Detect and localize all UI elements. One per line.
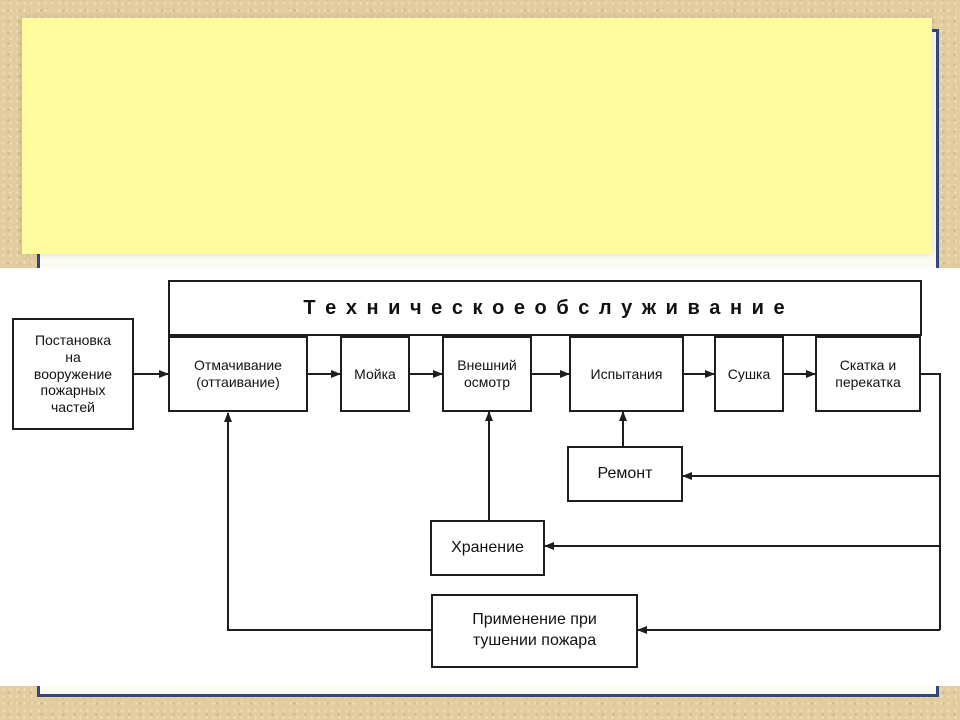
return-bus	[921, 373, 941, 630]
step-inspection-text: Внешний осмотр	[457, 356, 517, 391]
step-rolling: Скатка и перекатка	[815, 336, 921, 412]
step-rolling-text: Скатка и перекатка	[835, 356, 901, 391]
maintenance-header-text: Т е х н и ч е с к о е о б с л у ж и в а …	[303, 296, 787, 319]
diagram-panel: Т е х н и ч е с к о е о б с л у ж и в а …	[0, 268, 960, 686]
usage-box-text: Применение при тушении пожара	[472, 611, 597, 649]
start-box: Постановка на вооружение пожарных частей	[12, 318, 134, 430]
storage-box-text: Хранение	[451, 539, 524, 556]
repair-box: Ремонт	[567, 446, 683, 502]
start-box-text: Постановка на вооружение пожарных частей	[33, 332, 113, 416]
step-soaking: Отмачивание (оттаивание)	[168, 336, 308, 412]
step-testing: Испытания	[569, 336, 684, 412]
title-placeholder	[22, 18, 932, 254]
step-washing-text: Мойка	[354, 366, 396, 382]
diagram-connectors	[134, 370, 941, 634]
maintenance-header: Т е х н и ч е с к о е о б с л у ж и в а …	[168, 280, 922, 336]
step-testing-text: Испытания	[590, 366, 663, 382]
step-drying: Сушка	[714, 336, 784, 412]
step-soaking-text: Отмачивание (оттаивание)	[194, 356, 282, 391]
arrow-usage-to-soaking	[224, 412, 431, 631]
step-inspection: Внешний осмотр	[442, 336, 532, 412]
repair-box-text: Ремонт	[597, 465, 653, 482]
step-drying-text: Сушка	[727, 366, 771, 382]
storage-box: Хранение	[430, 520, 545, 576]
usage-box: Применение при тушении пожара	[431, 594, 638, 668]
step-washing: Мойка	[340, 336, 410, 412]
